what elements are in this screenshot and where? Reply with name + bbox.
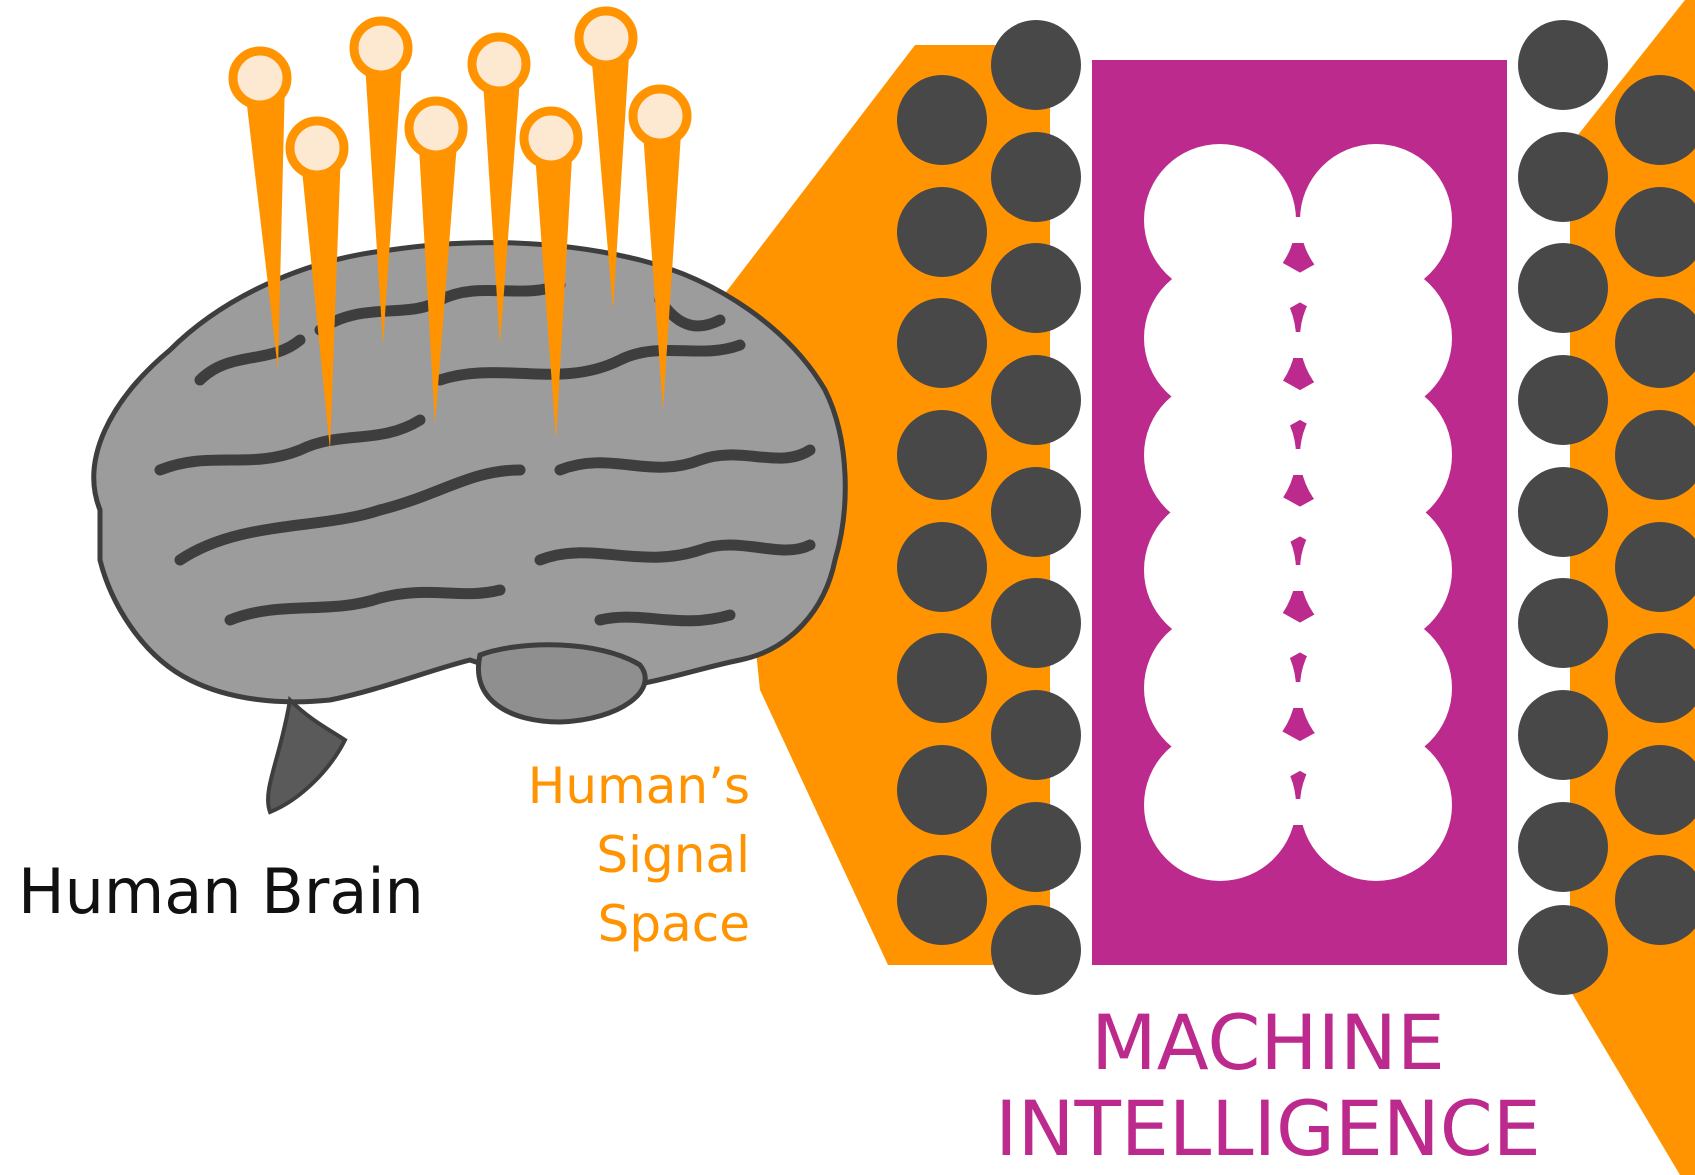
- network-node: [1144, 144, 1296, 296]
- node-column-left-outer: [897, 75, 987, 945]
- brain-icon: [91, 240, 848, 815]
- node-column-right-outer: [1615, 75, 1695, 945]
- brain-stem: [266, 695, 348, 815]
- network-node: [1300, 144, 1452, 296]
- network-node: [1300, 612, 1452, 764]
- electrode: [285, 116, 349, 450]
- electrode-array: [228, 6, 692, 450]
- node-column-left-inner: [991, 20, 1081, 995]
- electrode: [467, 32, 531, 345]
- network-node: [1144, 494, 1296, 646]
- network-node: [1144, 729, 1296, 881]
- electrode: [404, 96, 468, 425]
- network-node: [1144, 379, 1296, 531]
- network-node: [1144, 612, 1296, 764]
- network-node: [1300, 262, 1452, 414]
- brain-cerebellum: [476, 642, 648, 725]
- brain-cerebrum: [91, 240, 848, 705]
- network-node: [1144, 262, 1296, 414]
- signal-space-line-3: Space: [597, 895, 750, 953]
- signal-funnel-left: [720, 45, 1050, 965]
- electrode: [349, 16, 413, 345]
- human-brain-label: Human Brain: [18, 855, 424, 928]
- machine-intelligence-label: MACHINE INTELLIGENCE: [968, 1000, 1568, 1172]
- electrode: [574, 6, 638, 310]
- electrode: [628, 84, 692, 410]
- machine-intelligence-line-2: INTELLIGENCE: [995, 1083, 1541, 1173]
- machine-intelligence-line-1: MACHINE: [1091, 998, 1445, 1087]
- signal-space-line-2: Signal: [596, 826, 750, 884]
- network-node: [1300, 729, 1452, 881]
- network-node: [1300, 494, 1452, 646]
- network-node: [1300, 379, 1452, 531]
- electrode: [519, 106, 583, 440]
- signal-space-line-1: Human’s: [527, 757, 750, 815]
- electrode: [228, 46, 292, 370]
- signal-space-label: Human’s Signal Space: [505, 752, 750, 959]
- network-nodes: [1144, 144, 1452, 881]
- node-column-right-inner: [1518, 20, 1608, 995]
